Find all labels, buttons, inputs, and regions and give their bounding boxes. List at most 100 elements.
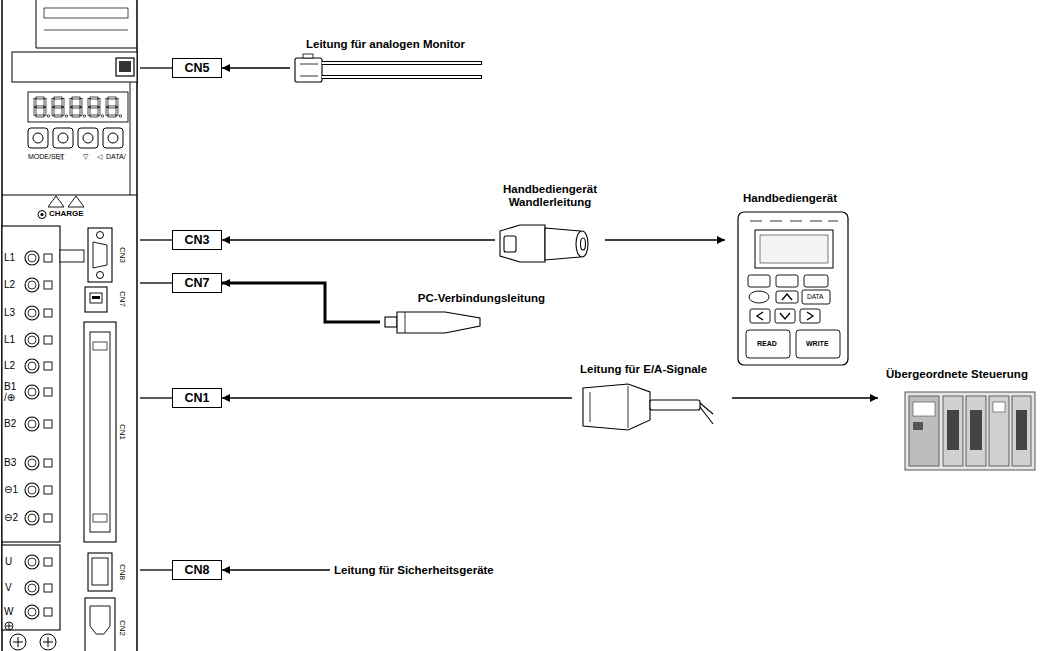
servo-drive [28, 92, 128, 122]
cable-name: Leitung für E/A-Signale [580, 363, 732, 376]
handheld-operator [800, 309, 820, 323]
connector-name: CN7 [184, 276, 209, 290]
key-label: READ [757, 340, 777, 348]
io-signal-cable [590, 392, 591, 422]
port-label: CN1 [118, 424, 127, 440]
servo-drive [70, 97, 86, 117]
servo-drive [93, 514, 107, 522]
terminal-label: B1 /⊕ [4, 381, 21, 403]
host-controller [913, 422, 923, 430]
servo-drive [90, 293, 102, 303]
connector-name: CN1 [184, 391, 209, 405]
servo-drive [53, 128, 73, 148]
servo-drive [25, 333, 52, 347]
handheld-operator [802, 290, 830, 304]
servo-drive [25, 456, 52, 470]
cable-arrow [222, 569, 330, 570]
cable-arrow [605, 239, 725, 240]
analog-monitor-cable [322, 75, 482, 79]
converter-cable [576, 231, 588, 257]
cable-item: PC-Verbindungsleitung [380, 292, 550, 340]
handheld-operator [810, 221, 822, 222]
io-signal-cable [700, 403, 713, 414]
handheld-operator [748, 275, 770, 287]
servo-drive [34, 97, 50, 117]
servo-drive [48, 196, 84, 207]
servo-drive [38, 211, 46, 219]
servo-drive [25, 483, 52, 497]
handheld-operator [746, 275, 840, 358]
host-controller [989, 396, 1009, 466]
servo-drive [90, 606, 110, 634]
port-label: CN2 [118, 620, 127, 636]
servo-drive [78, 128, 98, 148]
host-controller [913, 402, 935, 416]
servo-drive [84, 322, 116, 542]
servo-drive [25, 385, 52, 399]
host-controller [1016, 410, 1027, 450]
analog-monitor-cable [300, 64, 318, 65]
servo-drive [25, 251, 52, 265]
servo-drive [25, 417, 52, 431]
port-label: CN7 [118, 291, 127, 307]
pc-cable-plug [385, 317, 397, 327]
analog-monitor-cable [295, 58, 322, 82]
indicator-label: CHARGE [49, 210, 84, 219]
terminal-label: B2 [4, 418, 16, 429]
terminal-label: L1 [4, 252, 15, 263]
handheld-operator [738, 212, 848, 365]
handheld-operator [776, 275, 798, 287]
servo-drive [12, 52, 137, 82]
handheld-operator [828, 221, 838, 222]
cable-arrow [222, 67, 290, 68]
handheld-operator [757, 294, 813, 320]
connector-tag: CN8 [172, 560, 222, 580]
terminal-label: ⊖1 [4, 484, 18, 495]
converter-cable [500, 225, 545, 262]
servo-drive [88, 553, 112, 591]
servo-drive [140, 68, 172, 570]
servo-drive [2, 195, 137, 196]
servo-drive [25, 511, 52, 525]
servo-drive [28, 128, 123, 148]
host-controller [947, 410, 959, 450]
connector-name: CN3 [184, 233, 209, 247]
host-controller [966, 396, 986, 466]
servo-drive [106, 97, 122, 117]
servo-drive [40, 213, 43, 216]
cable-name: Handbediengerät Wandlerleitung [495, 183, 605, 209]
servo-drive [140, 67, 172, 68]
servo-drive [5, 622, 13, 630]
servo-drive [44, 30, 128, 31]
terminal-label: V [5, 582, 12, 593]
servo-drive [5, 622, 13, 630]
handheld-operator [790, 221, 802, 222]
host-controller [905, 392, 1035, 470]
cable-item: Leitung für analogen Monitor [290, 38, 535, 86]
key-label: WRITE [806, 340, 829, 348]
handheld-operator [775, 309, 795, 323]
host-controller [943, 396, 963, 466]
cable-name: PC-Verbindungsleitung [380, 292, 545, 305]
host-controller [909, 396, 939, 466]
converter-cable [500, 225, 588, 262]
servo-drive [36, 0, 137, 48]
handheld-operator [749, 291, 769, 303]
servo-drive [119, 61, 131, 72]
handheld-operator [750, 221, 762, 222]
terminal-label: L2 [4, 279, 15, 290]
terminal-label: U [5, 556, 12, 567]
cable-name: Leitung für Sicherheitsgeräte [334, 563, 494, 577]
pc-cable-plug [397, 312, 480, 333]
cable-arrow [222, 283, 380, 322]
handheld-operator [770, 221, 782, 222]
cable-arrow [222, 239, 495, 240]
servo-drive [83, 133, 93, 143]
servo-drive [25, 359, 52, 373]
pc-cable-plug [405, 312, 406, 333]
connector-tag: CN1 [172, 388, 222, 408]
terminal-label: L2 [4, 360, 15, 371]
cable-arrow [222, 397, 572, 398]
